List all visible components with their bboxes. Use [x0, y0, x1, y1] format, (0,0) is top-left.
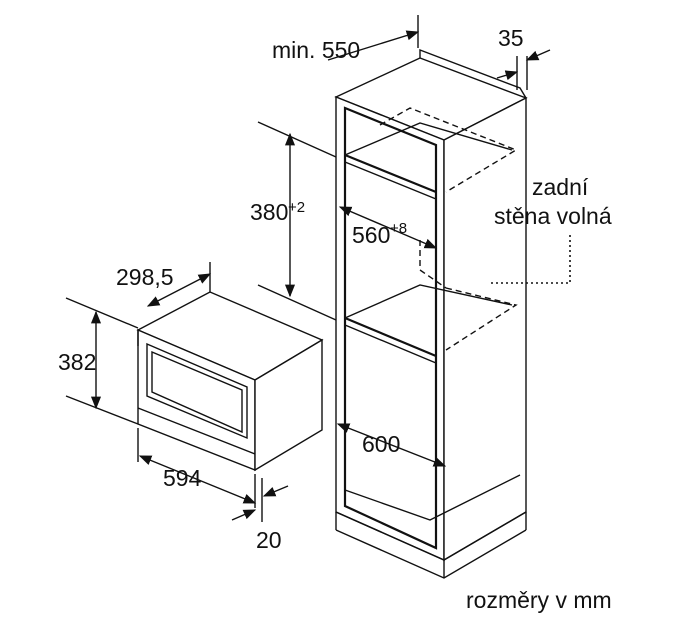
- label-height-main: 380: [250, 199, 288, 225]
- oven-side: [254, 338, 323, 472]
- cabinet: [334, 48, 571, 579]
- dim-arrow-2985: [146, 273, 212, 307]
- label-oven-depth: 298,5: [116, 264, 174, 290]
- label-width-tol: +8: [390, 220, 407, 237]
- label-units: rozměry v mm: [466, 587, 612, 613]
- cabinet-opening: [343, 106, 438, 550]
- labels: min. 550 35 380 +2 560 +8 zadní stěna vo…: [58, 25, 612, 613]
- dim-arrow-600: [336, 423, 447, 467]
- label-inner-depth: 600: [362, 431, 400, 457]
- label-oven-height: 382: [58, 349, 96, 375]
- label-height-tol: +2: [288, 199, 305, 216]
- label-frame: 35: [498, 25, 524, 51]
- label-panel: 20: [256, 527, 282, 553]
- label-rear-wall-1: zadní: [532, 174, 589, 200]
- dim-arrow-550: [327, 30, 420, 61]
- dimension-lines: [65, 15, 551, 522]
- oven-window: [146, 342, 248, 440]
- label-rear-wall-2: stěna volná: [494, 203, 612, 229]
- oven: [136, 291, 324, 472]
- label-oven-width: 594: [163, 465, 202, 491]
- dim-arrow-560: [338, 206, 438, 249]
- label-width-main: 560: [352, 222, 390, 248]
- label-min-depth: min. 550: [272, 37, 360, 63]
- dim-arrow-594: [138, 455, 257, 504]
- cabinet-side: [443, 96, 527, 562]
